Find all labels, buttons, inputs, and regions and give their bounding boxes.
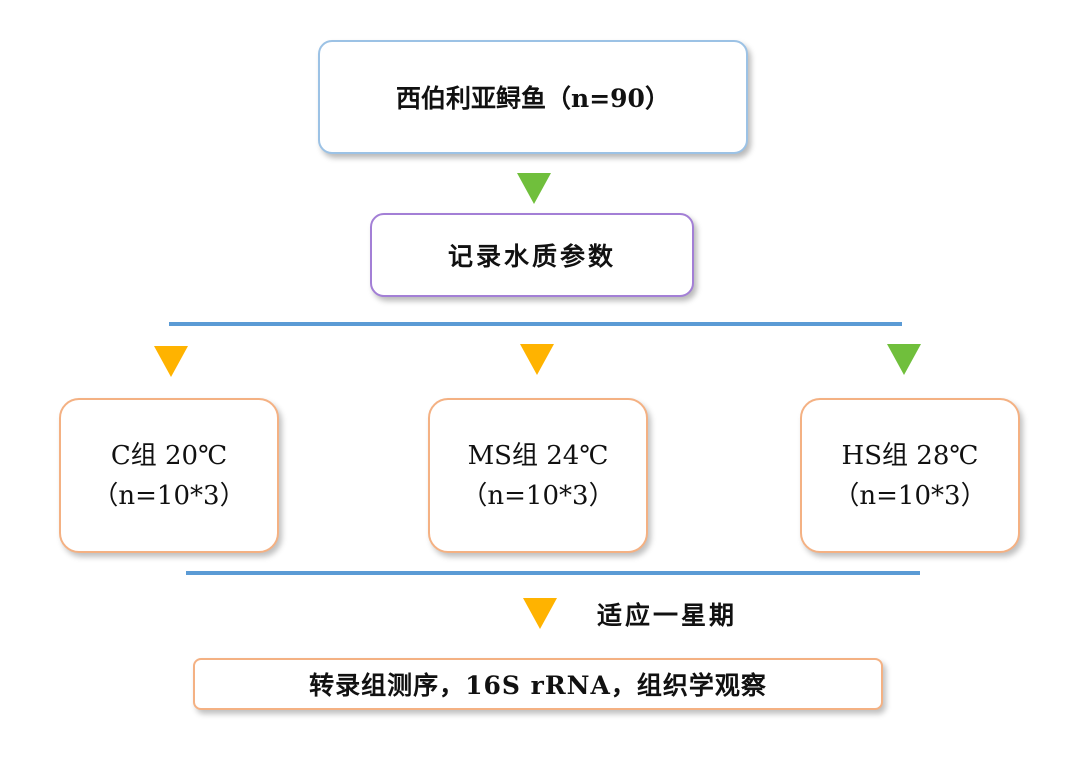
merge-line-bottom xyxy=(186,571,920,575)
down-arrow-icon xyxy=(517,173,551,204)
down-arrow-icon xyxy=(154,346,188,377)
group-ms-box: MS组 24℃ （n=10*3） xyxy=(428,398,648,553)
group-hs-box: HS组 28℃ （n=10*3） xyxy=(800,398,1020,553)
group-ms-count: （n=10*3） xyxy=(461,480,615,511)
analysis-label: 转录组测序，16S rRNA，组织学观察 xyxy=(309,671,767,700)
branch-line-top xyxy=(169,322,902,326)
analysis-box: 转录组测序，16S rRNA，组织学观察 xyxy=(193,658,883,710)
group-c-name: C组 20℃ xyxy=(110,440,228,471)
down-arrow-icon xyxy=(520,344,554,375)
down-arrow-icon xyxy=(523,598,557,629)
group-c-count: （n=10*3） xyxy=(92,480,246,511)
group-hs-name: HS组 28℃ xyxy=(841,440,979,471)
water-quality-label: 记录水质参数 xyxy=(447,242,616,271)
down-arrow-icon xyxy=(887,344,921,375)
fish-sample-box: 西伯利亚鲟鱼（n=90） xyxy=(318,40,748,154)
acclimation-label: 适应一星期 xyxy=(597,601,738,630)
fish-sample-label: 西伯利亚鲟鱼（n=90） xyxy=(396,84,670,113)
water-quality-box: 记录水质参数 xyxy=(370,213,694,297)
group-c-box: C组 20℃ （n=10*3） xyxy=(59,398,279,553)
group-ms-name: MS组 24℃ xyxy=(467,440,609,471)
group-hs-count: （n=10*3） xyxy=(833,480,987,511)
